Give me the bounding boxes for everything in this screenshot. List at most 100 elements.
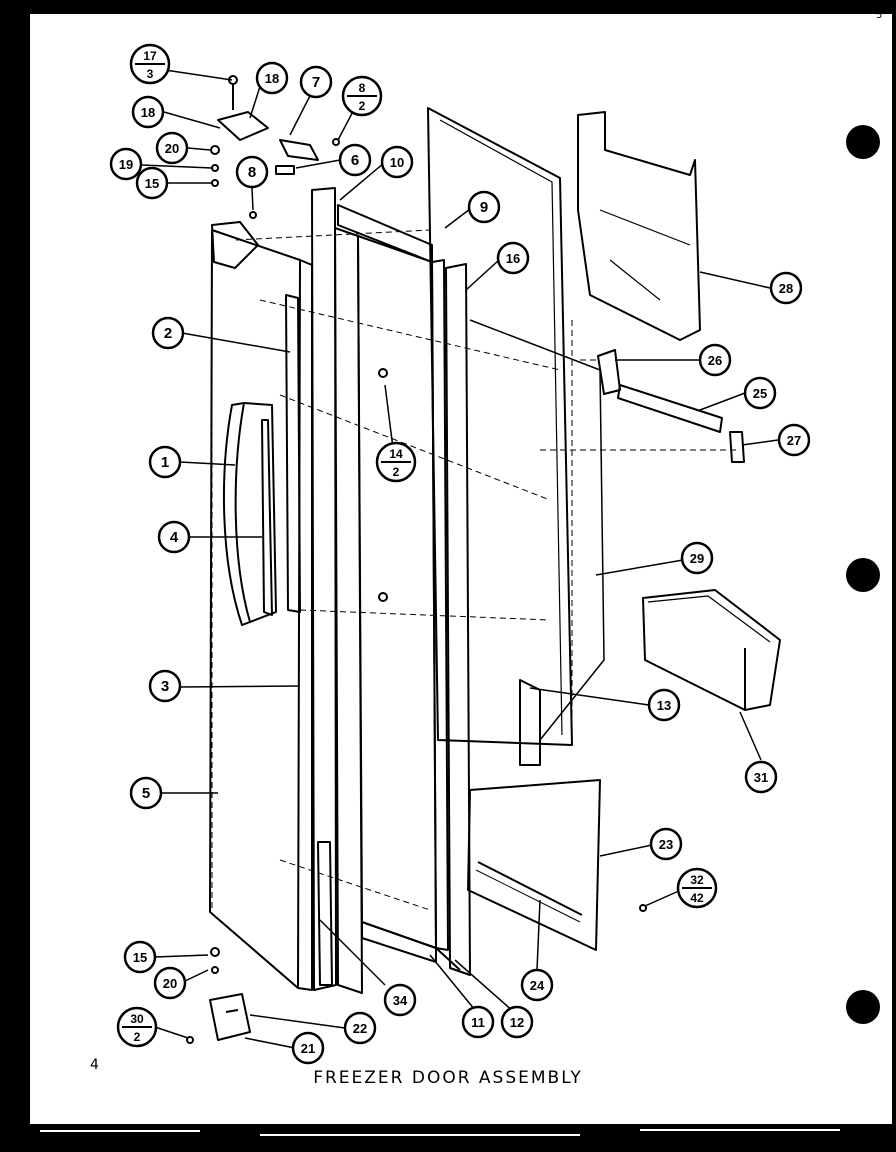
- callout-9: 9: [467, 190, 501, 224]
- upper-housing: [577, 111, 701, 341]
- callout-15a: 15: [135, 166, 169, 200]
- callout-circle: [496, 241, 530, 275]
- callout-top-number: 17: [143, 49, 157, 63]
- ice-bin: [642, 589, 781, 711]
- callout-number: 16: [506, 251, 520, 266]
- page-number: 4: [90, 1057, 99, 1073]
- callout-22: 22: [343, 1011, 377, 1045]
- callout-circle: [680, 541, 714, 575]
- callout-number: 8: [248, 164, 256, 181]
- callout-circle: [131, 95, 165, 129]
- callout-circle: [777, 423, 811, 457]
- callout-top-number: 30: [130, 1012, 144, 1026]
- callout-18b: 18: [131, 95, 165, 129]
- callout-number: 2: [164, 325, 172, 342]
- callout-number: 15: [133, 950, 147, 965]
- callout-30-2: 302: [116, 1006, 158, 1048]
- diagram-sheet: [30, 14, 892, 1124]
- callout-number: 20: [165, 141, 179, 156]
- callout-circle: [647, 688, 681, 722]
- top-hinge-plate: [217, 111, 269, 141]
- callout-number: 22: [353, 1021, 367, 1036]
- callout-number: 3: [161, 678, 169, 695]
- callout-circle: [129, 776, 163, 810]
- callout-circle: [135, 166, 169, 200]
- punch-hole-middle: [846, 558, 880, 592]
- callout-number: 7: [312, 74, 320, 91]
- callout-7: 7: [299, 65, 333, 99]
- insulation-slab-left: [311, 187, 337, 991]
- callout-top-number: 32: [690, 873, 704, 887]
- callout-circle: [743, 376, 777, 410]
- callout-6: 6: [338, 143, 372, 177]
- callout-circle: [151, 316, 185, 350]
- callout-circle: [338, 143, 372, 177]
- callout-circle: [461, 1005, 495, 1039]
- callout-number: 13: [657, 698, 671, 713]
- callout-bottom-number: 2: [359, 99, 366, 113]
- callout-circle: [520, 968, 554, 1002]
- callout-4: 4: [157, 520, 191, 554]
- callout-21: 21: [291, 1031, 325, 1065]
- callout-circle: [649, 827, 683, 861]
- gasket-strip-back: [445, 263, 471, 976]
- callout-circle: [380, 145, 414, 179]
- callout-number: 29: [690, 551, 704, 566]
- callout-number: 26: [708, 353, 722, 368]
- callout-circle: [383, 983, 417, 1017]
- callout-number: 25: [753, 386, 767, 401]
- callout-number: 27: [787, 433, 801, 448]
- callout-20b: 20: [153, 966, 187, 1000]
- callout-number: 19: [119, 157, 133, 172]
- callout-19: 19: [109, 147, 143, 181]
- callout-circle: [148, 669, 182, 703]
- callout-25: 25: [743, 376, 777, 410]
- bottom-hinge-bracket: [209, 993, 251, 1041]
- slide-rail: [617, 384, 723, 433]
- callout-circle: [153, 966, 187, 1000]
- punch-hole-bottom: [846, 990, 880, 1024]
- callout-circle: [500, 1005, 534, 1039]
- callout-number: 15: [145, 176, 159, 191]
- callout-circle: [123, 940, 157, 974]
- callout-24: 24: [520, 968, 554, 1002]
- callout-bottom-number: 42: [690, 891, 704, 905]
- callout-circle: [744, 760, 778, 794]
- callout-17-3: 173: [129, 43, 171, 85]
- callout-circle: [155, 131, 189, 165]
- trim-strip: [285, 294, 301, 613]
- callout-number: 23: [659, 837, 673, 852]
- callout-top-number: 14: [389, 447, 403, 461]
- callout-8-2: 82: [341, 75, 383, 117]
- callout-number: 18: [141, 105, 155, 120]
- callout-number: 1: [161, 454, 169, 471]
- callout-23: 23: [649, 827, 683, 861]
- callout-circle: [157, 520, 191, 554]
- callout-circle: [148, 445, 182, 479]
- callout-29: 29: [680, 541, 714, 575]
- callout-12: 12: [500, 1005, 534, 1039]
- callout-11: 11: [461, 1005, 495, 1039]
- callout-3: 3: [148, 669, 182, 703]
- callout-circle: [299, 65, 333, 99]
- callout-1: 1: [148, 445, 182, 479]
- callout-number: 18: [265, 71, 279, 86]
- callout-26: 26: [698, 343, 732, 377]
- top-hinge-bracket: [211, 221, 259, 269]
- punch-hole-top: [846, 125, 880, 159]
- callout-number: 34: [393, 993, 408, 1008]
- callout-20a: 20: [155, 131, 189, 165]
- diagram-title: FREEZER DOOR ASSEMBLY: [313, 1068, 583, 1088]
- callout-number: 5: [142, 785, 150, 802]
- callout-circle: [343, 1011, 377, 1045]
- door-liner-panel: [334, 227, 363, 994]
- door-dike-frame: [467, 779, 601, 951]
- callout-15b: 15: [123, 940, 157, 974]
- callout-13: 13: [647, 688, 681, 722]
- callout-circle: [291, 1031, 325, 1065]
- callout-bottom-number: 2: [393, 465, 400, 479]
- callout-top-number: 8: [359, 81, 366, 95]
- callout-number: 6: [351, 152, 359, 169]
- rail-bracket-front: [597, 349, 621, 395]
